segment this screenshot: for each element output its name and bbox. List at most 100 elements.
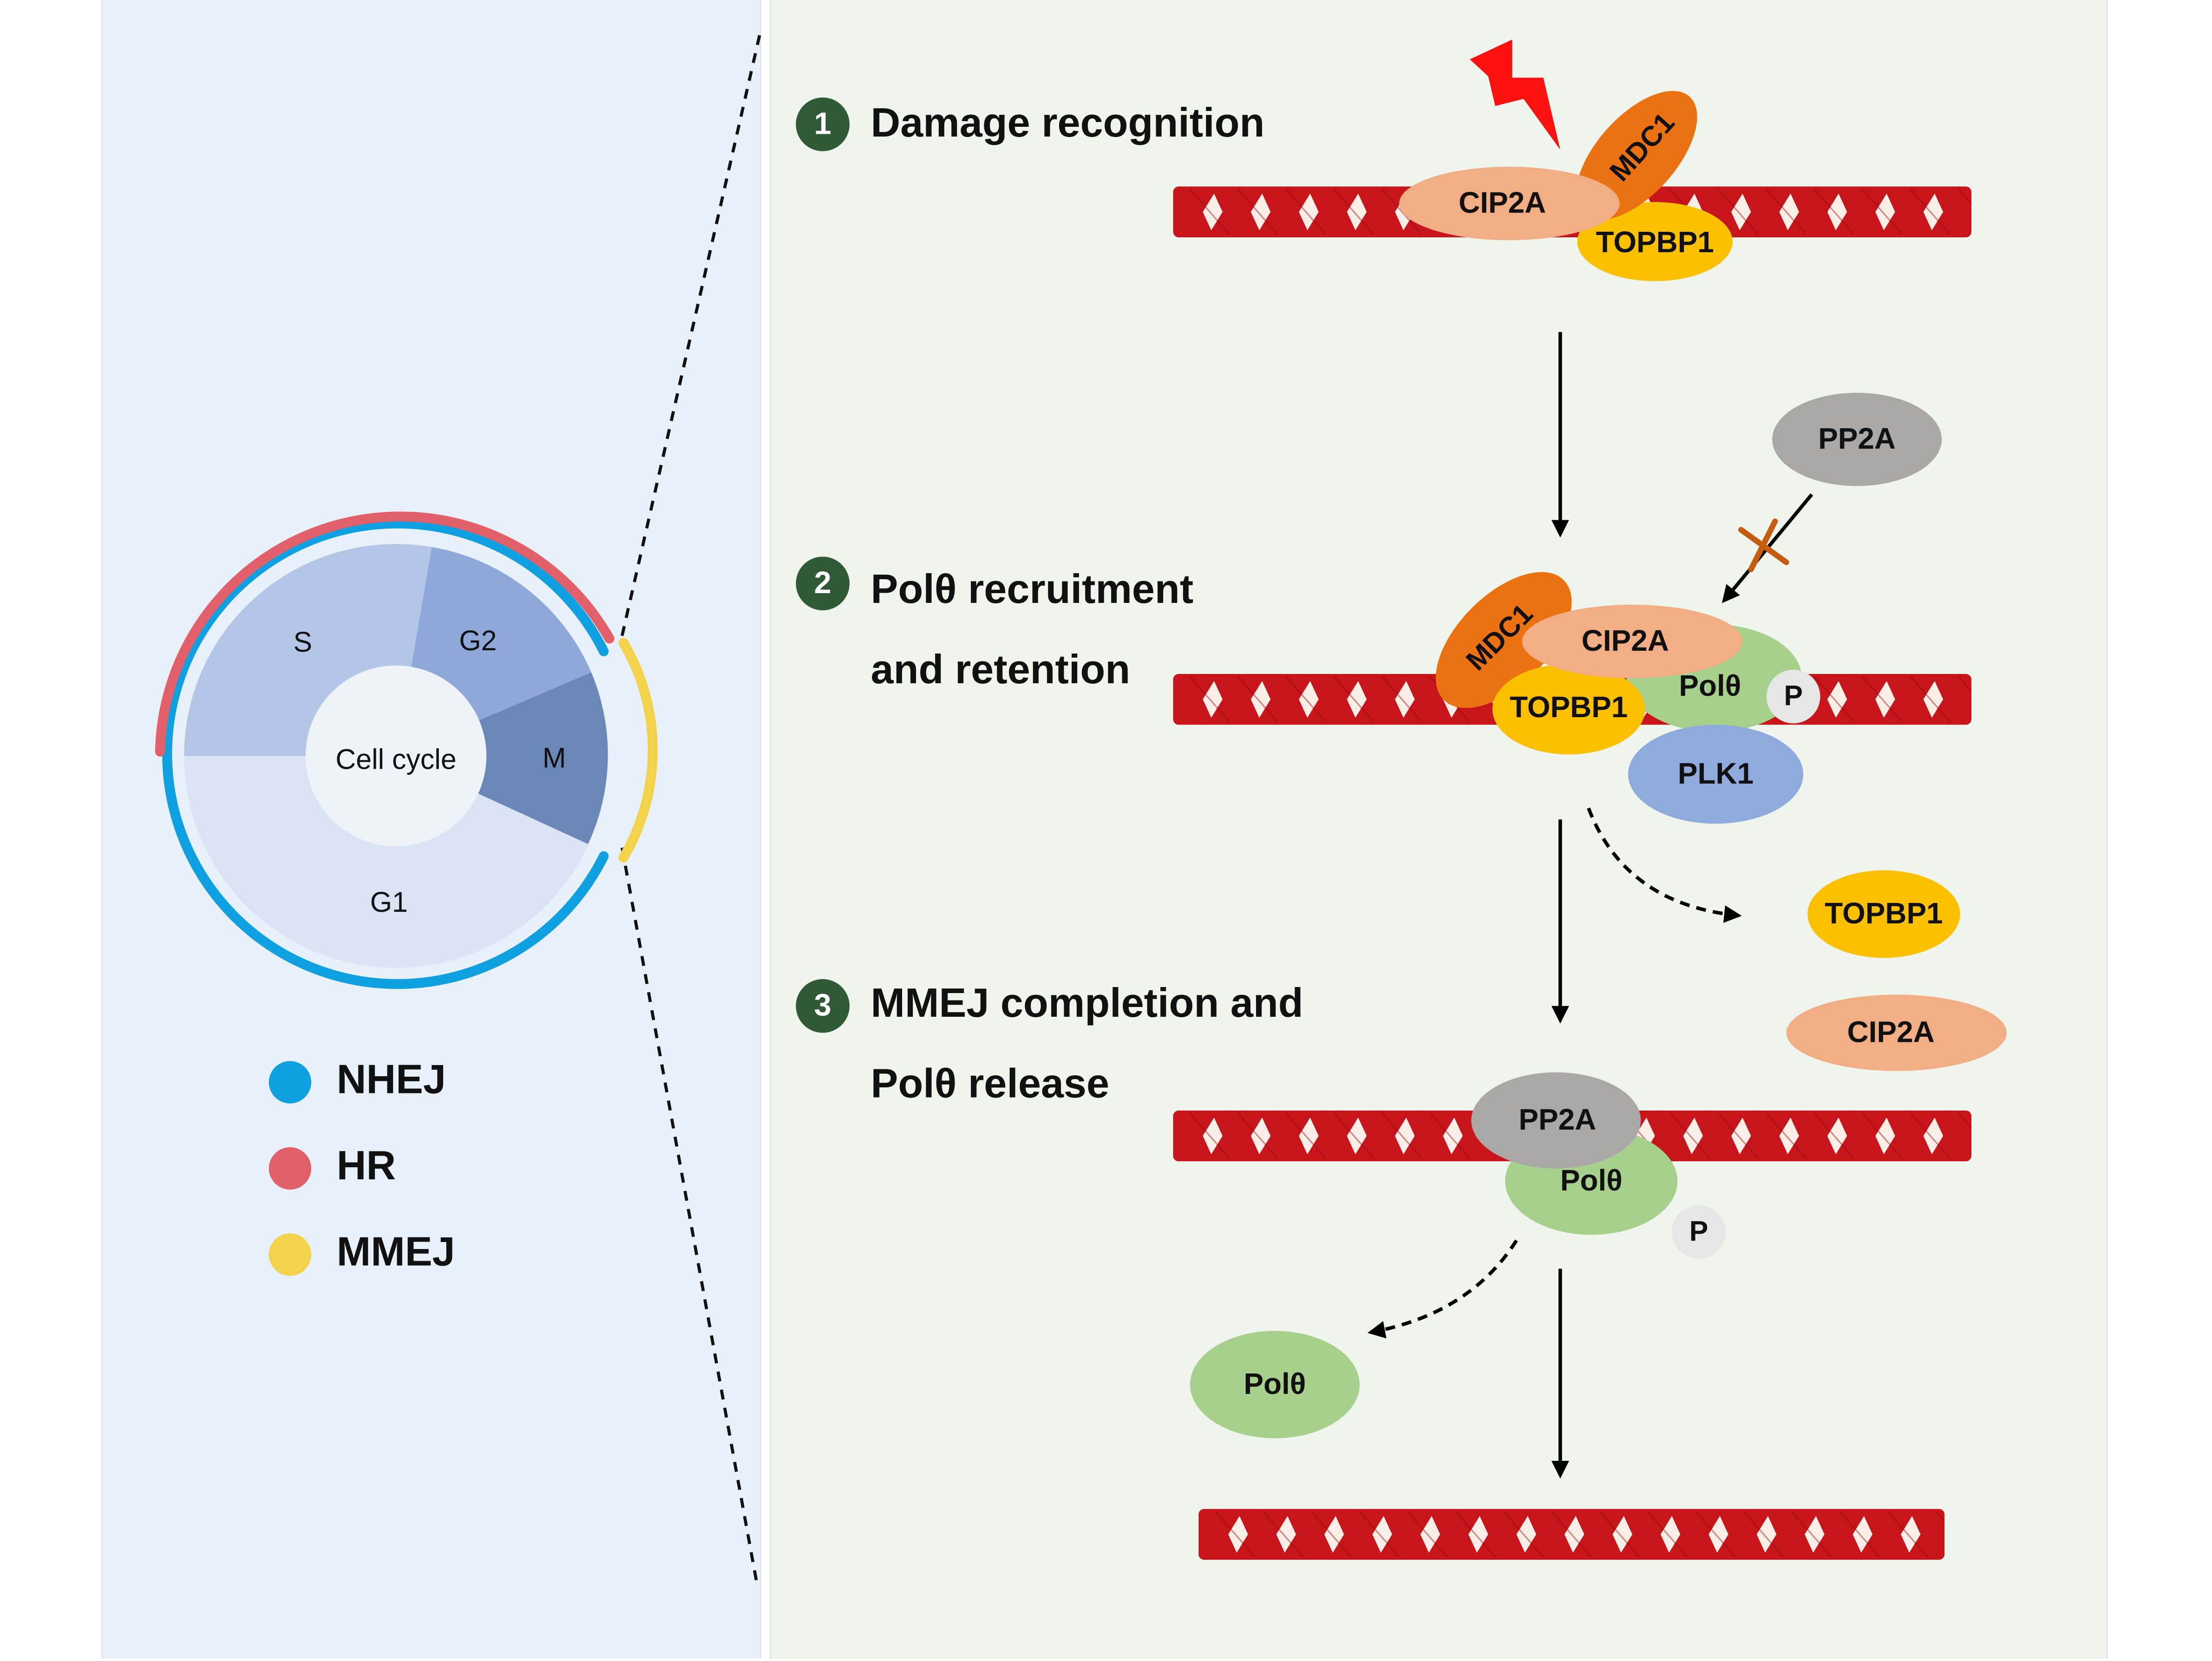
- released-topbp1: [1807, 870, 1960, 958]
- legend: NHEJ HR MMEJ: [268, 1056, 455, 1276]
- legend-mmej-dot: [268, 1233, 312, 1276]
- dna-rung: [1203, 193, 1223, 230]
- dna-rung: [1756, 1516, 1777, 1553]
- phase-s-label: S: [293, 626, 312, 658]
- dna-strand-shade: [1718, 1112, 1759, 1159]
- dna-strand-shade: [1887, 1511, 1928, 1557]
- dna-rung: [1299, 1118, 1319, 1155]
- step2-plk1-label: PLK1: [1678, 757, 1754, 790]
- cell-cycle-wheel: Cell cycle S G2 M G1: [184, 544, 608, 968]
- dna-strand-shade: [1359, 1511, 1400, 1557]
- dna-rung: [1203, 681, 1223, 718]
- dna-strand-shade: [1718, 189, 1759, 235]
- step2-topbp1: [1492, 664, 1645, 755]
- dna-rung: [1612, 1516, 1633, 1553]
- dna-strand-shade: [1743, 1511, 1784, 1557]
- step2-phospho: [1767, 669, 1820, 724]
- dna-rung: [1299, 681, 1319, 718]
- dna-rung: [1228, 1516, 1248, 1553]
- dna-rung: [1875, 193, 1895, 230]
- legend-nhej-label: NHEJ: [337, 1056, 446, 1102]
- hr-arc: [155, 511, 615, 757]
- dna-strand-shade: [1695, 1511, 1736, 1557]
- step-3-title-line1: MMEJ completion and: [871, 980, 1303, 1026]
- dna-strand-shade: [1862, 189, 1903, 235]
- step1-topbp1-label: TOPBP1: [1596, 225, 1714, 259]
- step1-cip2a-label: CIP2A: [1459, 186, 1546, 219]
- nhej-arc-main: [162, 518, 609, 989]
- dna-rung: [1875, 1118, 1895, 1155]
- step3-phospho-label: P: [1689, 1215, 1708, 1247]
- dna-strand-shade: [1599, 1511, 1640, 1557]
- dna-rung: [1731, 1118, 1751, 1155]
- step1-cip2a: [1399, 166, 1620, 241]
- dna-strand-shade: [1551, 1511, 1592, 1557]
- step-2-number: 2: [814, 565, 831, 600]
- dna-strand-shade: [1814, 1112, 1855, 1159]
- step1-topbp1: [1577, 202, 1733, 281]
- cell-cycle-center-label: Cell cycle: [335, 744, 456, 775]
- dna-rung: [1660, 1516, 1681, 1553]
- dna-strand-shade: [1862, 1112, 1903, 1159]
- step-2-heading: 2 Polθ recruitment and retention: [796, 556, 1193, 692]
- step2-mdc1: [1435, 572, 1572, 708]
- dna-strand-shade: [1935, 1511, 1945, 1557]
- dna-strand-shade: [1237, 676, 1278, 723]
- released-poltheta-label: Polθ: [1244, 1367, 1306, 1400]
- dna-rung: [1468, 1516, 1488, 1553]
- dna-rung: [1347, 193, 1367, 230]
- dna-strand-shade: [1862, 676, 1903, 723]
- step-3-title-line2: Polθ release: [871, 1060, 1110, 1106]
- dna-strand-shade: [1839, 1511, 1880, 1557]
- step-1-number: 1: [814, 106, 831, 141]
- mmej-arc: [618, 638, 658, 863]
- dna-rung: [1347, 681, 1367, 718]
- dna-strand-shade: [1910, 189, 1951, 235]
- dna-rung: [1203, 1118, 1223, 1155]
- step3-pp2a-label: PP2A: [1518, 1103, 1596, 1136]
- dna-rung: [1250, 1118, 1271, 1155]
- dna-rung: [1395, 681, 1415, 718]
- dna-strand-shade: [1263, 1511, 1304, 1557]
- step2-cip2a: [1522, 604, 1743, 679]
- step-1-title: Damage recognition: [871, 99, 1265, 145]
- dna-rung: [1516, 1516, 1537, 1553]
- phase-m-sector: [396, 672, 608, 844]
- dna-strand-4: [1198, 1509, 1945, 1560]
- step2-topbp1-label: TOPBP1: [1510, 690, 1628, 724]
- released-topbp1-label: TOPBP1: [1825, 896, 1943, 930]
- zoom-line-bottom: [620, 847, 759, 1589]
- dna-strand-shade: [1189, 189, 1230, 235]
- legend-nhej-dot: [268, 1061, 312, 1104]
- dna-strand-shade: [1334, 1112, 1374, 1159]
- dna-rung: [1827, 193, 1847, 230]
- dna-strand-shade: [1381, 189, 1422, 235]
- dna-strand-shade: [1791, 1511, 1832, 1557]
- dna-rung: [1324, 1516, 1344, 1553]
- step-3-badge: [796, 979, 850, 1033]
- dna-strand-shade: [1407, 1511, 1448, 1557]
- step-2-badge: [796, 556, 850, 611]
- dna-rung: [1923, 193, 1944, 230]
- dna-strand-shade: [1311, 1511, 1352, 1557]
- dna-rung: [1805, 1516, 1825, 1553]
- dna-strand-shade: [1381, 1112, 1422, 1159]
- step3-phospho: [1672, 1205, 1726, 1259]
- dna-strand-shade: [1237, 1112, 1278, 1159]
- dna-damage-lightning-icon: [1470, 39, 1560, 150]
- dna-rung: [1564, 1516, 1584, 1553]
- phase-g2-label: G2: [459, 625, 497, 656]
- step-1-badge: [796, 97, 850, 151]
- dna-rung: [1250, 681, 1271, 718]
- right-panel: [770, 0, 2108, 1661]
- dna-rung: [1372, 1516, 1392, 1553]
- dna-rung: [1900, 1516, 1921, 1553]
- legend-mmej-label: MMEJ: [337, 1228, 455, 1274]
- dna-rung: [1250, 193, 1271, 230]
- legend-hr-dot: [268, 1147, 312, 1190]
- dna-rung: [1708, 1516, 1728, 1553]
- released-poltheta: [1190, 1331, 1360, 1439]
- dna-rung: [1875, 681, 1895, 718]
